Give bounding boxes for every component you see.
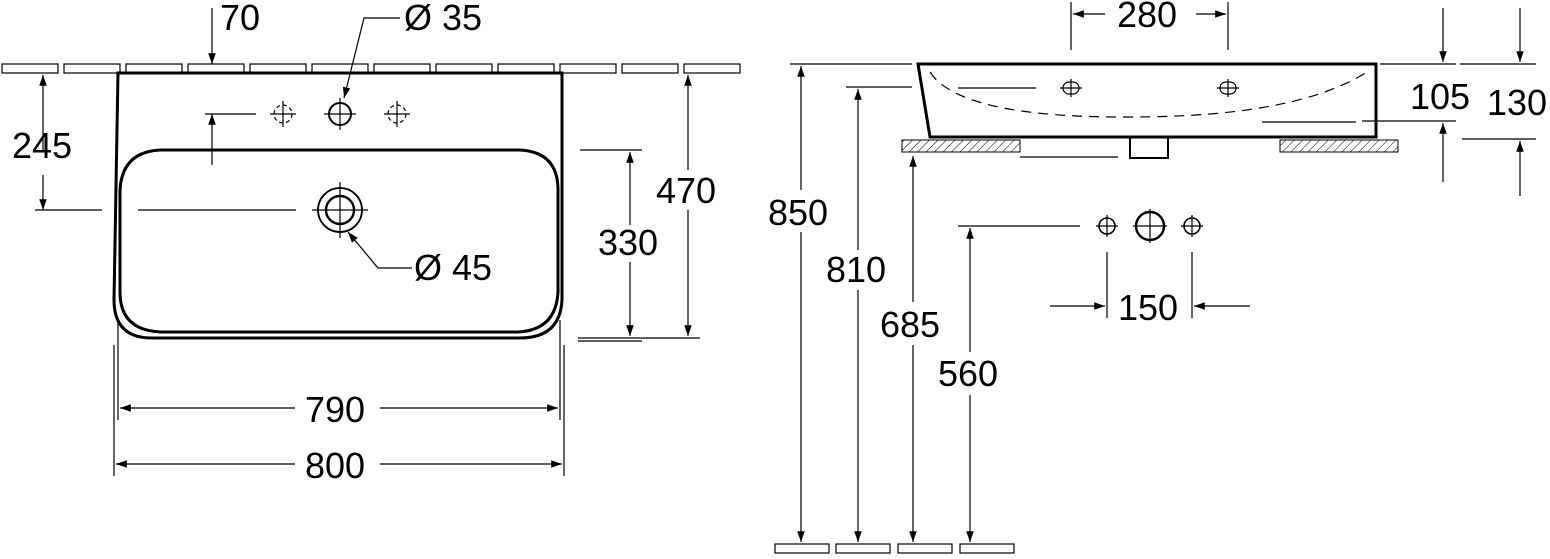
side-hole-left-icon	[1060, 79, 1082, 97]
dim-inner-width: 790	[305, 389, 365, 430]
dim-rim-height: 105	[1410, 76, 1470, 117]
drain-hole-icon	[312, 182, 368, 238]
dim-tap-hole: Ø 35	[404, 0, 482, 38]
tap-hole-center-icon	[324, 98, 356, 130]
dim-total-height: 130	[1487, 82, 1547, 123]
basin-outline	[112, 71, 564, 340]
dim-height-685: 685	[880, 304, 940, 345]
tap-hole-left-icon	[270, 101, 296, 127]
support-hatch-right	[1279, 139, 1399, 153]
dim-drain-hole: Ø 45	[414, 247, 492, 288]
side-view: 280 105 130 850 810 685 560	[768, 0, 1547, 554]
basin-side-profile	[916, 62, 1378, 139]
dim-height-810: 810	[826, 249, 886, 290]
dim-height-560: 560	[938, 353, 998, 394]
dim-total-width: 800	[305, 445, 365, 486]
dim-bowl-depth: 330	[598, 222, 658, 263]
dim-hole-spacing: 280	[1117, 0, 1177, 35]
tap-hole-small-left-icon	[1096, 215, 1118, 237]
tap-hole-small-right-icon	[1181, 215, 1203, 237]
waste-outlet	[1129, 138, 1169, 159]
support-hatch-left	[901, 139, 1021, 153]
dim-total-depth: 470	[656, 170, 716, 211]
top-view: 70 Ø 35 245 Ø 45 330 470 790	[1, 0, 741, 486]
basin-bowl	[118, 148, 560, 334]
side-hole-right-icon	[1217, 79, 1239, 97]
dim-height-850: 850	[768, 192, 828, 233]
dim-tap-spacing: 150	[1118, 287, 1178, 328]
tap-hole-large-icon	[1133, 209, 1167, 243]
dim-tap-offset: 70	[220, 0, 260, 38]
floor-tiles	[774, 543, 1015, 554]
dim-depth-to-drain: 245	[12, 125, 72, 166]
basin-inner-dashed	[929, 69, 1371, 118]
tap-hole-right-icon	[384, 101, 410, 127]
